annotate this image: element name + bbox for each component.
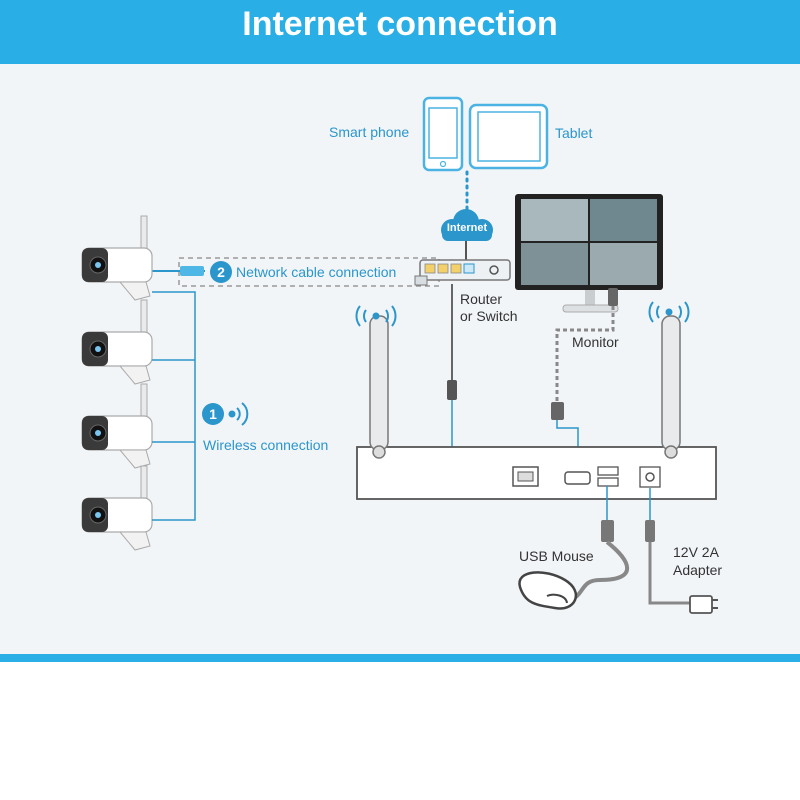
camera-4 [81,465,153,551]
tablet-label: Tablet [555,125,593,141]
router-label-line2: or Switch [460,308,518,324]
mouse-icon [518,571,577,610]
adapter-label-line1: 12V 2A [673,544,719,560]
wifi-icon [355,305,397,327]
tablet-icon [468,103,549,170]
wireless-bracket [152,291,196,521]
nvr-antenna-left [369,315,389,459]
wireless-signal-icon [228,402,249,426]
nvr-antenna-right [661,315,681,459]
router-icon [414,259,511,286]
wireless-connection-label: Wireless connection [203,437,329,453]
monitor-icon [515,194,663,313]
power-adapter-icon [689,595,718,614]
network-cable-label: Network cable connection [236,264,397,280]
network-step-badge: 2 [210,261,232,283]
adapter-label-line2: Adapter [673,562,723,578]
internet-cloud-icon [441,209,493,241]
smartphone-label: Smart phone [329,124,410,140]
smartphone-icon [422,96,464,172]
wifi-icon [648,301,690,323]
footer-bar [0,654,800,662]
page-title: Internet connection [242,5,558,43]
nvr-box [356,446,717,500]
camera-2 [81,299,153,385]
monitor-label: Monitor [572,334,619,350]
header-bar: Internet connection [0,0,800,64]
usb-mouse-label: USB Mouse [519,548,594,564]
camera-3 [81,383,153,469]
router-label-line1: Router [460,291,503,307]
internet-label: Internet [446,222,488,234]
camera-1 [81,215,153,301]
wireless-step-badge: 1 [202,403,224,425]
